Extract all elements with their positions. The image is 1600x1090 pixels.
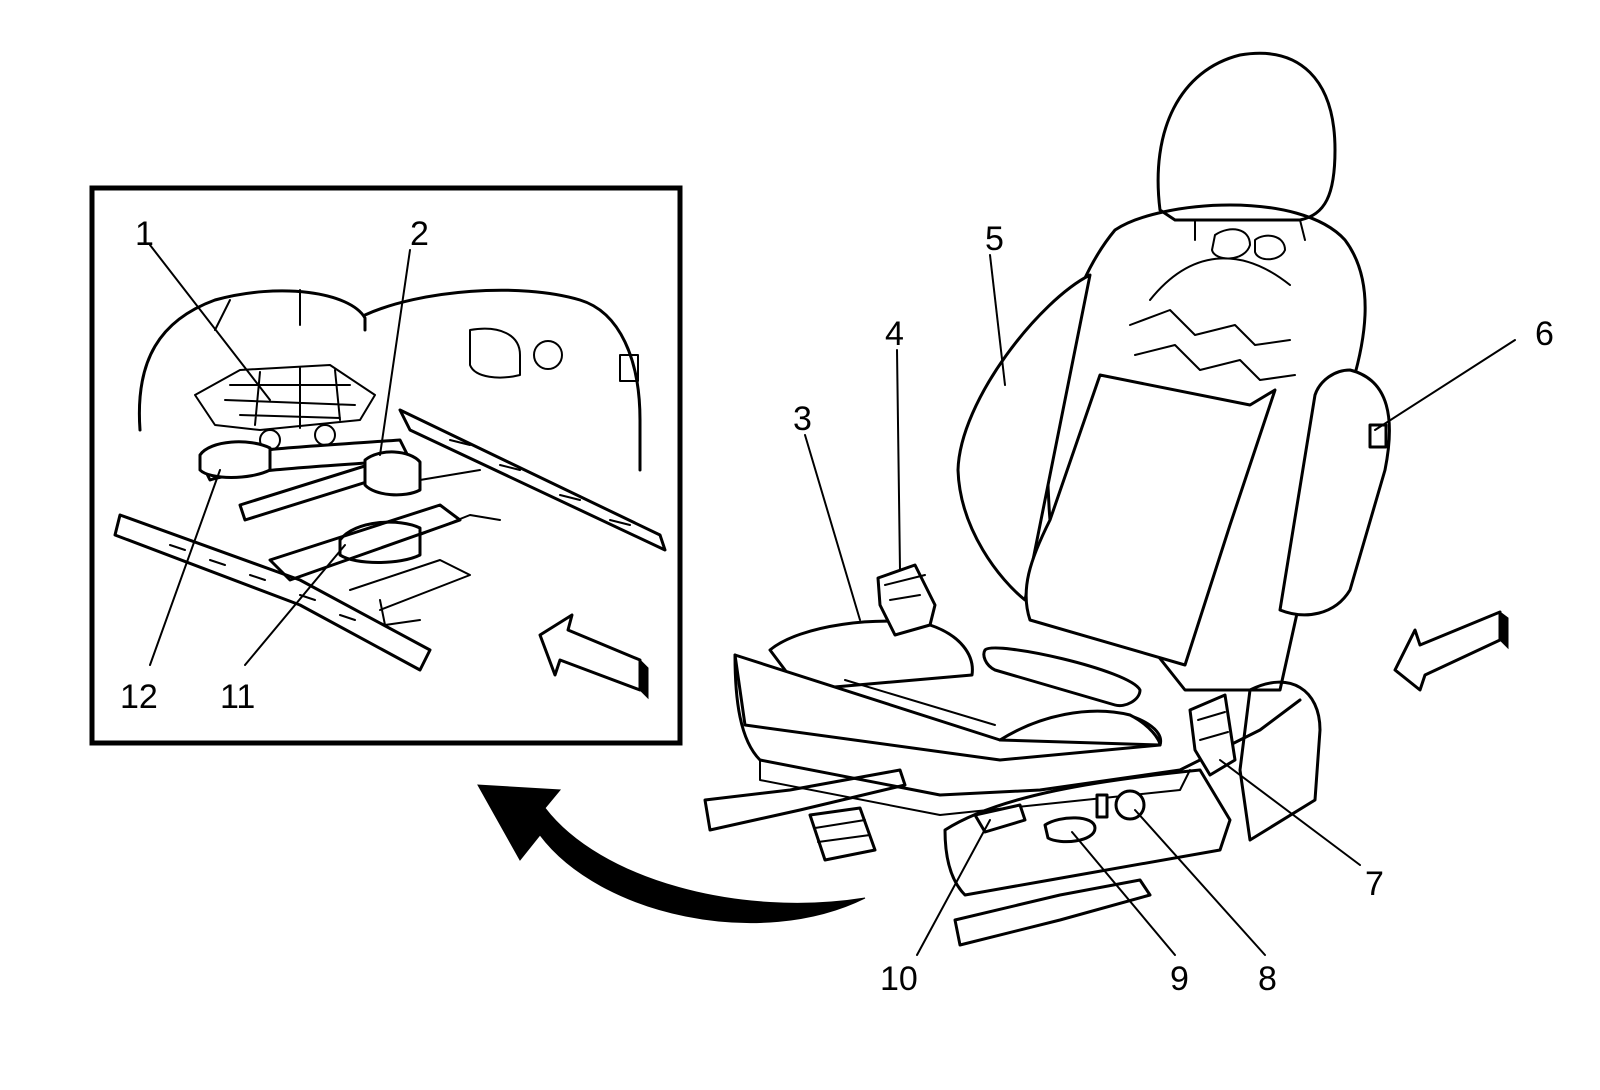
seat-cushion-seam: [844, 679, 996, 726]
main-view-arrow-shadow: [1499, 611, 1509, 650]
callout-12: 12: [120, 678, 158, 716]
callout-11: 11: [220, 678, 255, 716]
heater-switch: [973, 803, 1027, 834]
seat-track-foot: [808, 806, 877, 862]
leader-10: [916, 819, 991, 956]
leader-1: [149, 244, 271, 401]
heater-module-rear: [1188, 693, 1237, 777]
main-view-arrow: [1393, 610, 1502, 692]
leader-12: [149, 469, 221, 666]
callout-7: 7: [1365, 865, 1384, 903]
inset-rail-right-slots: [449, 439, 631, 526]
callout-10: 10: [880, 960, 918, 998]
recline-switch: [1043, 816, 1097, 844]
leader-5: [989, 254, 1006, 386]
inset-wiring-grid: [224, 367, 356, 429]
inset-view-arrow-shadow: [639, 658, 649, 700]
callout-2: 2: [410, 215, 429, 253]
inset-bracket-cross: [268, 503, 462, 582]
callout-5: 5: [985, 220, 1004, 258]
inset-actuator-12: [198, 440, 272, 479]
seatback-heater-panel: [1024, 373, 1277, 667]
headrest-posts: [1194, 219, 1306, 241]
seatback-heater-pad: [956, 273, 1092, 602]
inset-actuator-2: [363, 450, 422, 497]
seat-pan-underside: [759, 759, 1191, 816]
leader-8: [1134, 809, 1266, 956]
inset-bracket-detail: [349, 559, 471, 626]
inset-knob: [533, 340, 563, 370]
side-airbag-module: [1278, 368, 1391, 617]
inset-rail-left: [113, 513, 432, 672]
headrest: [1156, 51, 1337, 222]
side-airbag-tab: [1368, 423, 1388, 449]
recliner-cover: [1238, 680, 1322, 842]
callout-1: 1: [135, 215, 154, 253]
leader-7: [1219, 759, 1361, 866]
outboard-trim: [943, 768, 1232, 897]
leader-6: [1374, 339, 1516, 431]
callout-3: 3: [793, 400, 812, 438]
seat-pan: [733, 653, 1302, 797]
seat-switch-small: [1095, 793, 1109, 819]
inset-wiring-frame: [194, 364, 376, 431]
leader-11: [244, 544, 346, 666]
heater-module-detail: [884, 574, 926, 601]
seatback-wire-zigzag: [1129, 257, 1296, 381]
seat-cushion-rear: [998, 709, 1162, 747]
seat-track-foot-detail: [814, 819, 871, 843]
floor-rail-front: [703, 768, 907, 832]
inset-seat-cushion: [137, 289, 367, 432]
transfer-arrow: [477, 784, 866, 923]
callout-4: 4: [885, 315, 904, 353]
inset-switch-bezel: [469, 327, 521, 379]
leader-9: [1071, 831, 1176, 956]
inset-rail-right: [398, 408, 667, 552]
callout-labels: 1 2 12 11 3 4 5 6 7 8 9 10: [120, 215, 1554, 998]
main-seat: [703, 51, 1516, 956]
seatback-frame-holes: [1211, 228, 1286, 261]
callout-9: 9: [1170, 960, 1189, 998]
inset-detail: [89, 185, 683, 746]
leader-3: [804, 434, 861, 621]
callout-8: 8: [1258, 960, 1277, 998]
callout-6: 6: [1535, 315, 1554, 353]
heater-module-rear-detail: [1197, 711, 1229, 741]
inset-small-switch: [619, 354, 639, 382]
leader-4: [896, 349, 901, 571]
inset-seat-side: [363, 288, 642, 472]
rear-cross-tube: [982, 646, 1142, 708]
leader-2: [379, 249, 411, 456]
floor-rail-rear: [953, 878, 1152, 947]
inset-seat-edge: [214, 289, 301, 331]
inset-rail-left-slots: [169, 544, 356, 621]
